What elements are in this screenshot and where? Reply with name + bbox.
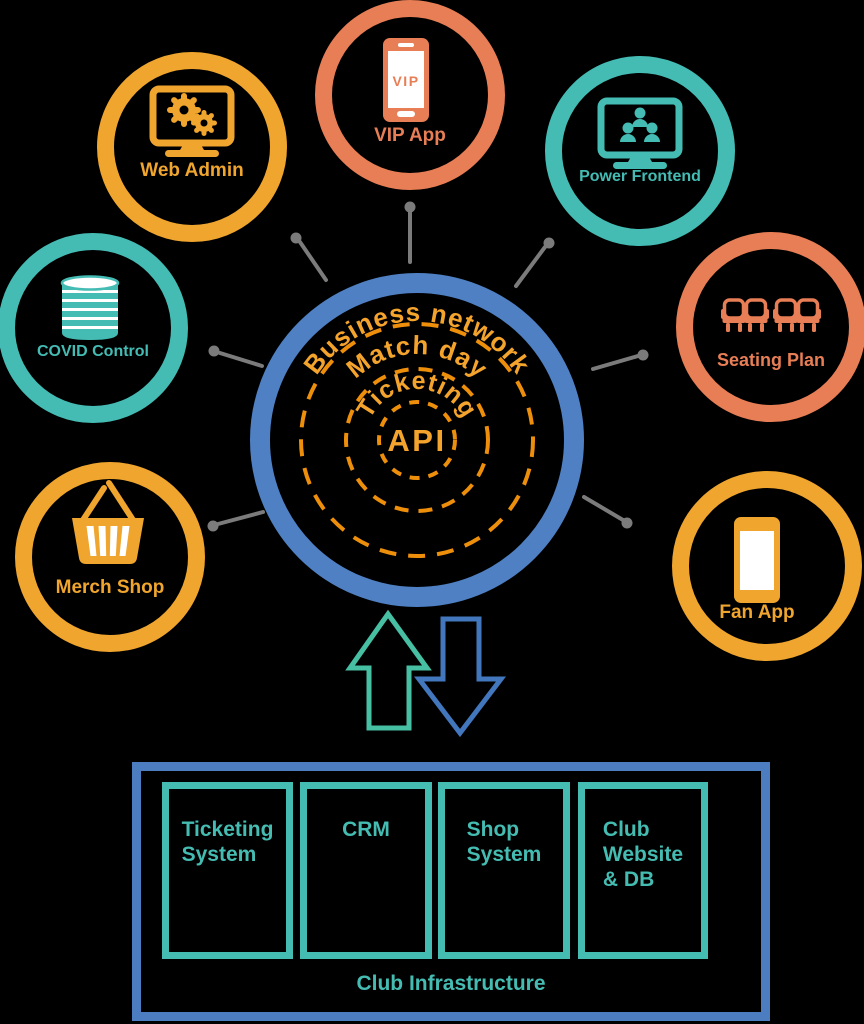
- fan-app-label: Fan App: [719, 602, 795, 623]
- arrow-down-icon: [413, 616, 507, 738]
- merch-shop-ring: [15, 462, 205, 652]
- seat-icon: [743, 298, 769, 332]
- gear-icon: [191, 110, 217, 136]
- system-box-crm: CRM: [300, 782, 432, 959]
- connector-dot: [543, 237, 555, 249]
- stadium-seats-icon: [721, 298, 821, 332]
- seating-plan-label: Seating Plan: [716, 350, 826, 370]
- system-box-shop: Shop System: [438, 782, 570, 959]
- connector-line: [514, 245, 547, 288]
- system-label-line: Shop: [466, 818, 520, 841]
- smartphone-icon: [734, 517, 780, 603]
- connector-dot: [290, 232, 302, 244]
- connector-dot: [207, 520, 219, 532]
- gear-icon: [167, 93, 201, 127]
- system-label-line: System: [181, 843, 257, 866]
- hub-core-label: API: [387, 423, 446, 458]
- seat-icon: [795, 298, 821, 332]
- shopping-basket-icon: [72, 480, 144, 564]
- system-label-line: Club: [602, 818, 650, 841]
- system-label-line: System: [466, 843, 542, 866]
- vip-app-ring: [315, 0, 505, 190]
- database-icon: [60, 275, 120, 340]
- merch-shop-label: Merch Shop: [55, 577, 165, 598]
- system-box-club-website: Club Website & DB: [578, 782, 708, 959]
- web-admin-ring: [97, 52, 287, 242]
- power-frontend-ring: [545, 56, 735, 246]
- monitor-team-icon: [597, 97, 683, 169]
- vip-screen-label: VIP: [392, 73, 419, 89]
- hub-dashed-ring-inner: [377, 400, 457, 480]
- system-label-line: CRM: [342, 818, 390, 841]
- connectors: [207, 201, 649, 532]
- connector-line: [216, 510, 265, 526]
- hub-dashed-ring-middle: [344, 367, 490, 513]
- club-infrastructure-box: [132, 762, 770, 1021]
- system-label-line: & DB: [602, 868, 655, 891]
- system-label: CRM: [342, 817, 390, 952]
- covid-control-ring: [0, 233, 188, 423]
- seating-plan-ring: [676, 232, 864, 422]
- hub-outer-ring: [250, 273, 584, 607]
- exchange-arrows: [345, 609, 507, 738]
- connector-dot: [208, 345, 220, 357]
- team-icon: [620, 107, 660, 142]
- arrow-up-icon: [345, 609, 432, 731]
- connector-line: [298, 240, 328, 282]
- monitor-gears-icon: [149, 85, 235, 157]
- fan-app-ring: [672, 471, 862, 661]
- hub: Business network Match day Ticketing API: [250, 273, 584, 607]
- club-infrastructure-caption: Club Infrastructure: [356, 972, 546, 995]
- system-label: Shop System: [467, 817, 542, 952]
- system-label: Ticketing System: [182, 817, 274, 952]
- connector-dot: [404, 201, 416, 213]
- system-box-ticketing: Ticketing System: [162, 782, 293, 959]
- hub-dashed-ring-outer: [299, 322, 535, 558]
- connector-line: [582, 495, 625, 522]
- web-admin-label: Web Admin: [140, 160, 244, 181]
- connector-dot: [621, 517, 633, 529]
- hub-ring-label-inner: Ticketing: [351, 367, 483, 423]
- system-label-line: Ticketing: [181, 818, 274, 841]
- vip-app-label: VIP App: [374, 125, 446, 146]
- connector-line: [591, 354, 640, 371]
- connector-dot: [637, 349, 649, 361]
- system-label: Club Website & DB: [603, 817, 683, 952]
- smartphone-vip-icon: VIP: [383, 38, 429, 122]
- connector-line: [218, 351, 264, 368]
- system-label-line: Website: [602, 843, 684, 866]
- power-frontend-label: Power Frontend: [579, 168, 701, 185]
- covid-control-label: COVID Control: [37, 343, 149, 360]
